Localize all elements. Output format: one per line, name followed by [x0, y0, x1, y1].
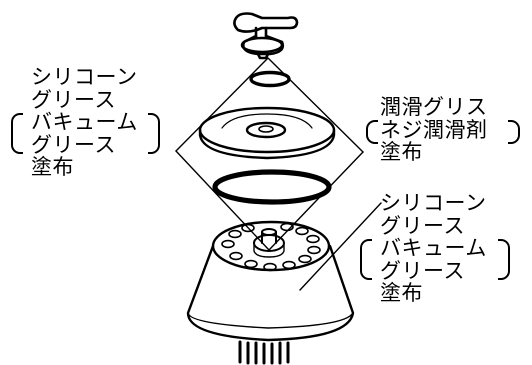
label-left-line1: シリコーン: [31, 65, 138, 89]
label-left-line2: グリース: [31, 87, 116, 112]
small-o-ring: [249, 70, 291, 88]
label-right-top-line3: 塗布: [380, 140, 423, 164]
bracket-right: [508, 119, 520, 144]
leader-line-rotor: [299, 202, 382, 291]
bracket-left: [366, 119, 378, 144]
bracket-left: [360, 239, 372, 280]
bracket-right: [498, 239, 510, 280]
bracket-left: [11, 113, 23, 154]
label-right-bottom-line1: シリコーン: [380, 191, 487, 215]
label-right-bottom-line4: グリース: [380, 258, 465, 283]
label-left-line3: バキューム: [31, 110, 138, 134]
label-right-top-line1: 潤滑グリス: [380, 95, 488, 119]
label-right-bottom-line2: グリース: [380, 213, 465, 238]
label-right-top: 潤滑グリス ネジ潤滑剤 塗布: [366, 95, 520, 164]
drive-coupling: [238, 340, 290, 365]
label-right-bottom-bracket-group: バキューム グリース: [360, 236, 510, 283]
label-left-line5: 塗布: [31, 155, 74, 179]
label-left: シリコーン グリース バキューム グリース 塗布: [11, 65, 160, 179]
bracket-right: [148, 113, 160, 154]
label-right-bottom-line3: バキューム: [380, 236, 487, 260]
label-right-bottom-line5: 塗布: [380, 281, 423, 305]
label-left-bracket-group: バキューム グリース: [11, 110, 160, 157]
label-left-line4: グリース: [31, 132, 116, 157]
center-hub: [253, 228, 285, 258]
label-right-bottom: シリコーン グリース バキューム グリース 塗布: [360, 191, 510, 305]
label-right-top-bracket-group: ネジ潤滑剤: [366, 117, 520, 144]
label-right-top-line2: ネジ潤滑剤: [380, 117, 488, 142]
tie-down-knob: [233, 12, 299, 60]
rotor-lid: [198, 106, 336, 160]
rotor-body: [186, 220, 355, 365]
tube-holes: [221, 222, 321, 272]
large-o-ring: [212, 169, 332, 205]
